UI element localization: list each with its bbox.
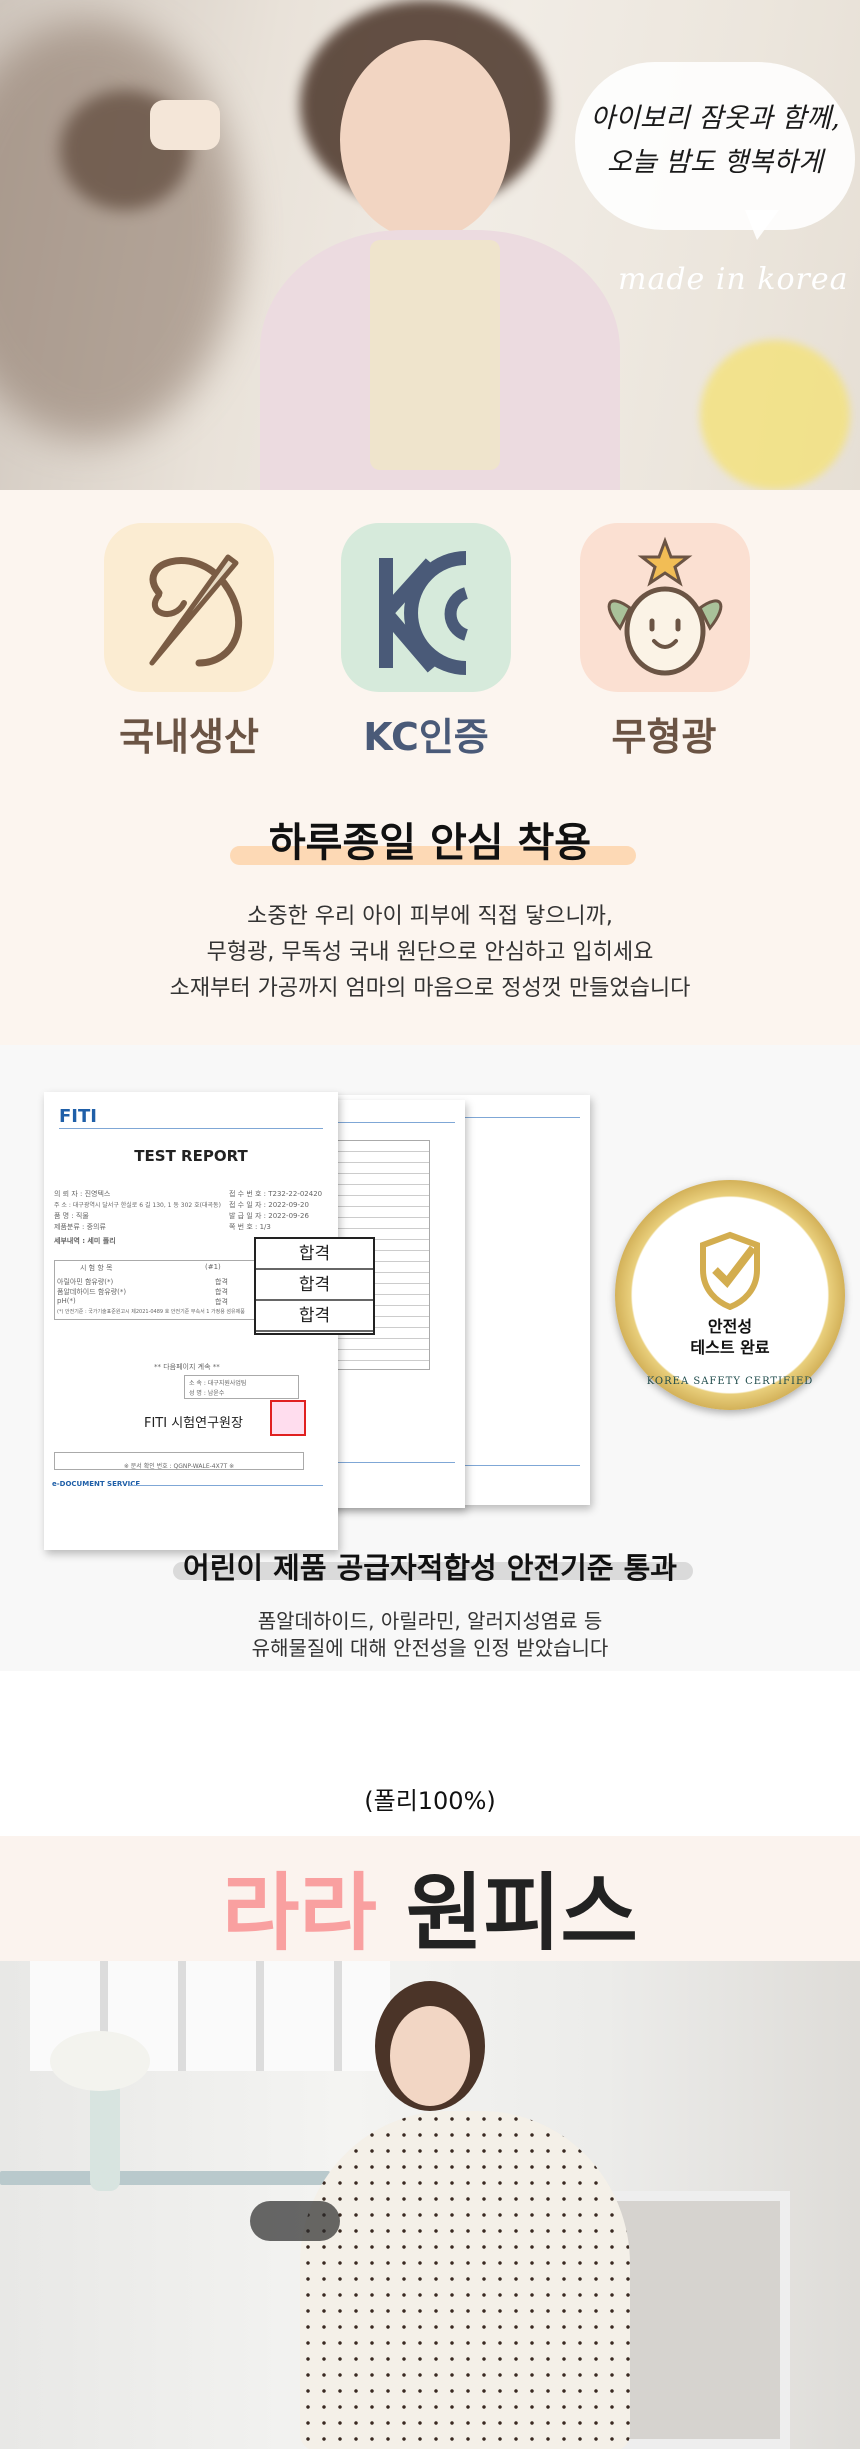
headline-highlight <box>173 1562 693 1580</box>
fiti-logo: FITI <box>59 1106 97 1127</box>
test-report-page-1: FITI TEST REPORT 의 뢰 자 : 진영텍스 접 수 번 호 : … <box>44 1092 338 1550</box>
report-field: 품 명 : 직물 <box>54 1212 89 1220</box>
table-header: (#1) <box>205 1263 221 1271</box>
pass-result: 합격 <box>256 1239 373 1270</box>
badge-line2: 테스트 완료 <box>690 1338 770 1357</box>
product-name-accent: 라라 <box>222 1864 377 1962</box>
report-field: 쪽 번 호 : 1/3 <box>229 1223 271 1231</box>
product-name: 원피스 <box>405 1864 638 1962</box>
safety-certified-badge: 안전성 테스트 완료 KOREA SAFETY CERTIFIED <box>615 1180 845 1410</box>
report-field: 제품분류 : 중의류 <box>54 1223 106 1231</box>
product-photo <box>0 1961 860 2449</box>
features-body-line: 소중한 우리 아이 피부에 직접 닿으니까, <box>247 904 613 929</box>
speech-bubble <box>575 62 855 230</box>
shield-check-icon <box>700 1231 760 1310</box>
pass-result: 합격 <box>256 1301 373 1332</box>
report-field: 접 수 일 자 : 2022-09-20 <box>229 1201 309 1209</box>
badge-line1: 안전성 <box>707 1317 753 1336</box>
pass-result: 합격 <box>256 1270 373 1301</box>
feature-tile-kc <box>341 523 511 692</box>
feature-label-domestic: 국내생산 <box>119 715 259 759</box>
doc-check-box: ※ 문서 확인 번호 : QGNP-WALE-4X7T ※ <box>54 1452 304 1470</box>
needle-thread-icon <box>149 554 243 667</box>
report-title: TEST REPORT <box>134 1147 248 1165</box>
doc-check-number: ※ 문서 확인 번호 : QGNP-WALE-4X7T ※ <box>123 1463 235 1470</box>
cert-body-line: 폼알데하이드, 아릴라민, 알러지성염료 등 <box>257 1609 603 1633</box>
cert-body-line: 유해물질에 대해 안전성을 인정 받았습니다 <box>251 1636 609 1660</box>
report-field: 주 소 : 대구광역시 달서구 한실로 6 길 130, 1 동 302 호(대… <box>54 1202 221 1209</box>
report-field: 발 급 일 자 : 2022-09-26 <box>229 1212 309 1220</box>
feature-label-non-fluorescent: 무형광 <box>611 715 717 759</box>
table-cell: pH(*) <box>57 1297 76 1305</box>
signer-name: 성 명 : 남윤수 <box>189 1390 225 1397</box>
made-in-korea-text: made in korea <box>618 262 849 297</box>
table-note: (*) 안전기준 : 국가기술표준원고시 제2021-0489 호 안전기준 부… <box>57 1309 245 1315</box>
continued-note: ** 다음페이지 계속 ** <box>154 1363 220 1371</box>
feature-tile-non-fluorescent <box>580 523 750 692</box>
product-title: 라라 원피스 <box>0 1846 860 1967</box>
material-text: (폴리100%) <box>364 1787 496 1815</box>
table-header: 시 험 항 목 <box>80 1264 113 1272</box>
table-cell: 합격 <box>215 1278 228 1286</box>
hero-photo: 아이보리 잠옷과 함께, 오늘 밤도 행복하게 made in korea <box>0 0 860 490</box>
table-cell: 폼알데하이드 함유량(*) <box>57 1288 127 1296</box>
document-service-label: e-DOCUMENT SERVICE <box>52 1480 141 1488</box>
feature-tile-domestic <box>104 523 274 692</box>
pass-results-callout: 합격 합격 합격 <box>254 1237 375 1335</box>
fiti-org-name: FITI 시험연구원장 <box>144 1416 243 1431</box>
report-field: 의 뢰 자 : 진영텍스 <box>54 1190 111 1198</box>
speech-bubble-tail <box>745 210 779 240</box>
signer-box: 소 속 : 대구지원사업팀 성 명 : 남윤수 <box>184 1375 299 1399</box>
official-seal <box>270 1400 306 1436</box>
badge-ring-text: KOREA SAFETY CERTIFIED <box>646 1376 814 1387</box>
table-cell: 합격 <box>215 1298 228 1306</box>
headline-highlight <box>230 846 636 865</box>
feature-label-kc: KC인증 <box>363 715 489 759</box>
report-table: 시 험 항 목 (#1) 아릴아민 함유량(*) 합격 폼알데하이드 함유량(*… <box>54 1260 264 1320</box>
product-title-band: 라라 원피스 <box>0 1836 860 1962</box>
smiley-sprout-icon <box>607 536 723 676</box>
bubble-text-line1: 아이보리 잠옷과 함께, <box>590 103 840 134</box>
signer-dept: 소 속 : 대구지원사업팀 <box>189 1380 247 1387</box>
report-field: 접 수 번 호 : T232-22-02420 <box>229 1190 323 1198</box>
table-cell: 합격 <box>215 1288 228 1296</box>
features-section: 국내생산 KC인증 무형광 하루종일 안심 착용 소중한 우리 아이 피부에 직… <box>0 490 860 1045</box>
features-body-line: 소재부터 가공까지 엄마의 마음으로 정성껏 만들었습니다 <box>169 976 691 1001</box>
certification-section: FITI TEST REPORT 의 뢰 자 : 진영텍스 접 수 번 호 : … <box>0 1045 860 1671</box>
features-headline: 하루종일 안심 착용 <box>268 820 592 866</box>
bubble-text-line2: 오늘 밤도 행복하게 <box>607 147 823 178</box>
kc-mark-icon <box>379 551 469 675</box>
report-field: 세부내역 : 세미 폴리 <box>54 1237 116 1245</box>
features-body-line: 무형광, 무독성 국내 원단으로 안심하고 입히세요 <box>206 940 654 965</box>
hair-clip <box>150 100 220 150</box>
cert-headline: 어린이 제품 공급자적합성 안전기준 통과 <box>183 1551 677 1585</box>
table-cell: 아릴아민 함유량(*) <box>57 1278 114 1286</box>
